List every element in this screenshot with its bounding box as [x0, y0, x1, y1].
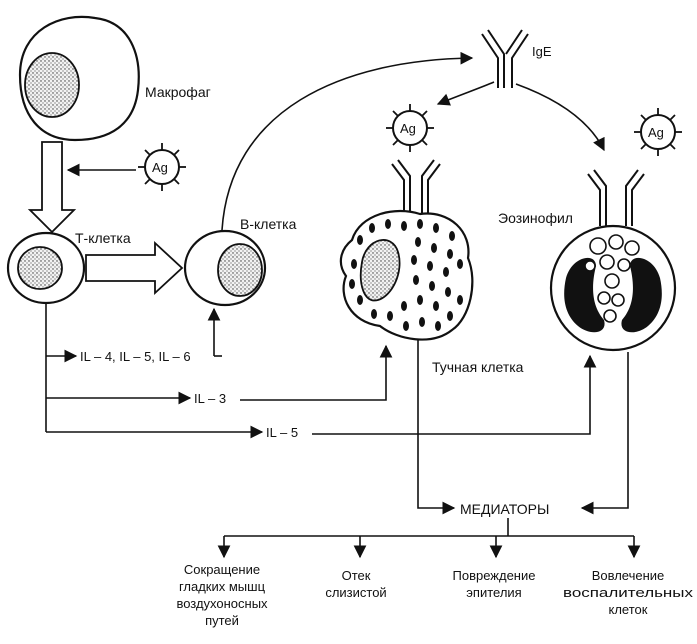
eosinophil-nucleus-right	[621, 257, 662, 333]
effect-1: Сокращение гладких мышц воздухоносных пу…	[176, 562, 268, 628]
b-cell-label: В-клетка	[240, 216, 297, 232]
effect-2: Отек слизистой	[325, 568, 386, 600]
effect-1-line-1: Сокращение	[184, 562, 260, 577]
il-3-to-mast-cell-line	[240, 344, 393, 401]
effect-2-line-2: слизистой	[325, 585, 386, 600]
macrophage-label: Макрофаг	[145, 84, 211, 100]
ige-to-eosinophil-arrow	[515, 83, 605, 152]
tcell-to-bcell-arrow	[85, 240, 184, 296]
eosinophil-granules	[584, 234, 640, 323]
il-5-to-eosinophil-line	[312, 354, 597, 435]
mediators-label: МЕДИАТОРЫ	[460, 501, 549, 517]
il-5-label: IL – 5	[266, 425, 298, 440]
effect-3-line-2: эпителия	[466, 585, 521, 600]
effect-1-line-2: гладких мышц	[179, 579, 266, 594]
t-cell-label: Т-клетка	[75, 230, 131, 246]
eosinophil-antibodies	[587, 169, 645, 226]
effect-2-line-1: Отек	[342, 568, 371, 583]
antigen-2: Ag	[386, 104, 434, 152]
macrophage-nucleus	[24, 52, 80, 118]
ige-label: IgE	[532, 44, 552, 59]
mast-cell-to-mediators-line	[417, 340, 456, 515]
mast-cell	[339, 210, 474, 341]
mast-cell-nucleus	[359, 239, 401, 302]
ige-antibody	[481, 29, 529, 88]
mast-cell-granules	[349, 219, 463, 331]
mast-cell-label: Тучная клетка	[432, 359, 524, 375]
eosinophil-nucleus-left	[564, 257, 605, 333]
effect-1-line-3: воздухоносных	[176, 596, 268, 611]
eosinophil-label: Эозинофил	[498, 210, 573, 226]
effect-4: Вовлечение воспалительных клеток	[563, 568, 694, 617]
effect-3: Повреждение эпителия	[453, 568, 536, 600]
macrophage-to-tcell-arrow	[27, 141, 77, 234]
t-cell-nucleus	[17, 246, 63, 290]
macrophage-cell	[18, 15, 140, 142]
effect-1-line-4: путей	[205, 613, 239, 628]
effect-4-line-2: воспалительных	[563, 585, 694, 600]
antigen-1-label: Ag	[152, 160, 168, 175]
antigen-1: Ag	[138, 143, 186, 191]
mast-cell-antibodies	[391, 159, 441, 214]
antigen-3: Ag	[634, 108, 682, 156]
il-4-5-6-label: IL – 4, IL – 5, IL – 6	[80, 349, 191, 364]
bcell-to-ige-arrow	[221, 51, 474, 231]
t-cell	[6, 231, 86, 305]
eosinophil-cell	[549, 224, 677, 352]
eosinophil-to-mediators-line	[580, 352, 629, 515]
effect-3-line-1: Повреждение	[453, 568, 536, 583]
antigen-3-label: Ag	[648, 125, 664, 140]
ige-to-mast-antigen-arrow	[436, 81, 495, 106]
b-cell-nucleus	[217, 243, 263, 297]
il-3-label: IL – 3	[194, 391, 226, 406]
effect-4-line-1: Вовлечение	[592, 568, 665, 583]
effect-4-line-3: клеток	[609, 602, 648, 617]
antigen-2-label: Ag	[400, 121, 416, 136]
b-cell	[183, 229, 267, 307]
